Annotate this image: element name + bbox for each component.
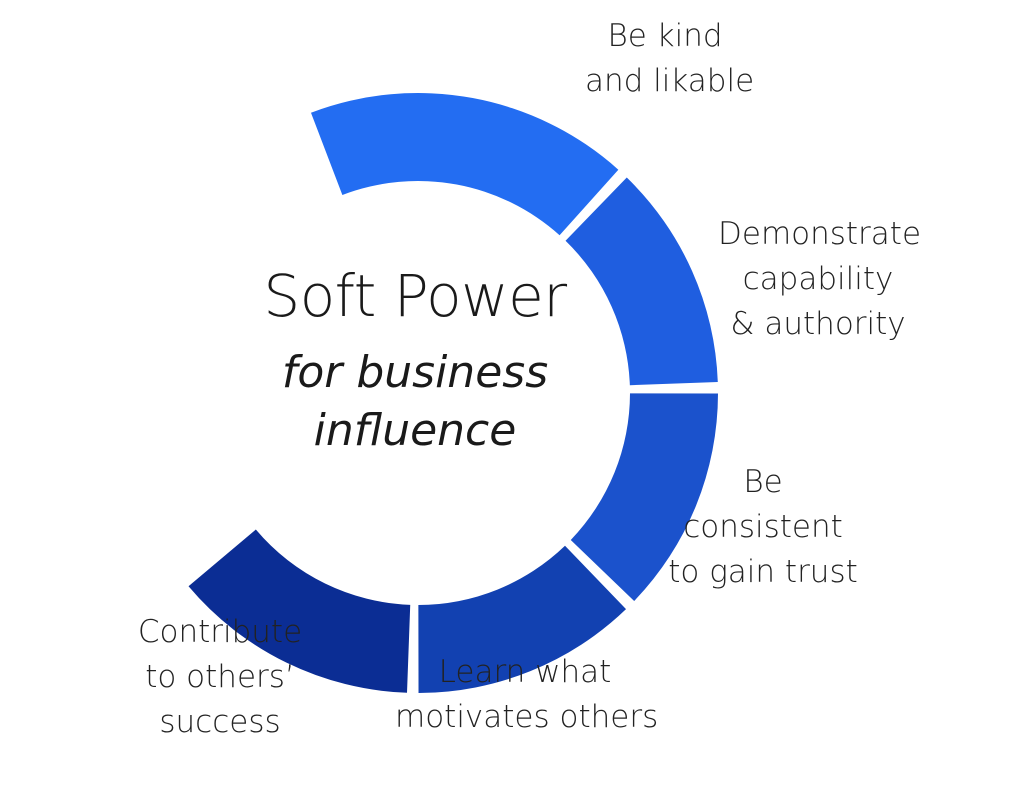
label-kind-line-1: Be kind	[607, 18, 723, 54]
diagram-title: Soft Power	[263, 262, 567, 330]
subtitle-line-1: for business	[281, 347, 549, 398]
label-contribute-line-2: to others’	[145, 659, 295, 695]
segment-contribute	[188, 529, 411, 693]
label-capability-line-3: & authority	[730, 306, 906, 342]
label-consistent-line-1: Be	[743, 464, 783, 500]
label-motivates-line-1: Learn what	[438, 654, 612, 690]
segment-kind	[310, 92, 619, 236]
label-contribute-line-1: Contribute	[137, 614, 303, 650]
label-kind: Be kind and likable	[585, 14, 755, 104]
label-capability-line-2: capability	[742, 261, 894, 297]
label-consistent: Be consistent to gain trust	[668, 460, 858, 595]
label-capability-line-1: Demonstrate	[718, 216, 922, 252]
label-contribute: Contribute to others’ success	[135, 610, 305, 745]
label-consistent-line-2: consistent	[683, 509, 843, 545]
label-motivates: Learn what motivates others	[395, 650, 659, 740]
segment-motivates	[418, 545, 627, 693]
label-contribute-line-3: success	[159, 704, 281, 740]
subtitle-line-2: influence	[313, 405, 517, 456]
segment-capability	[565, 177, 718, 386]
label-motivates-line-2: motivates others	[395, 699, 659, 735]
label-capability: Demonstrate capability & authority	[718, 212, 922, 347]
diagram-subtitle: for business influence	[215, 344, 615, 460]
label-kind-line-2: and likable	[585, 63, 755, 99]
label-consistent-line-3: to gain trust	[668, 554, 858, 590]
segment-consistent	[570, 393, 718, 602]
